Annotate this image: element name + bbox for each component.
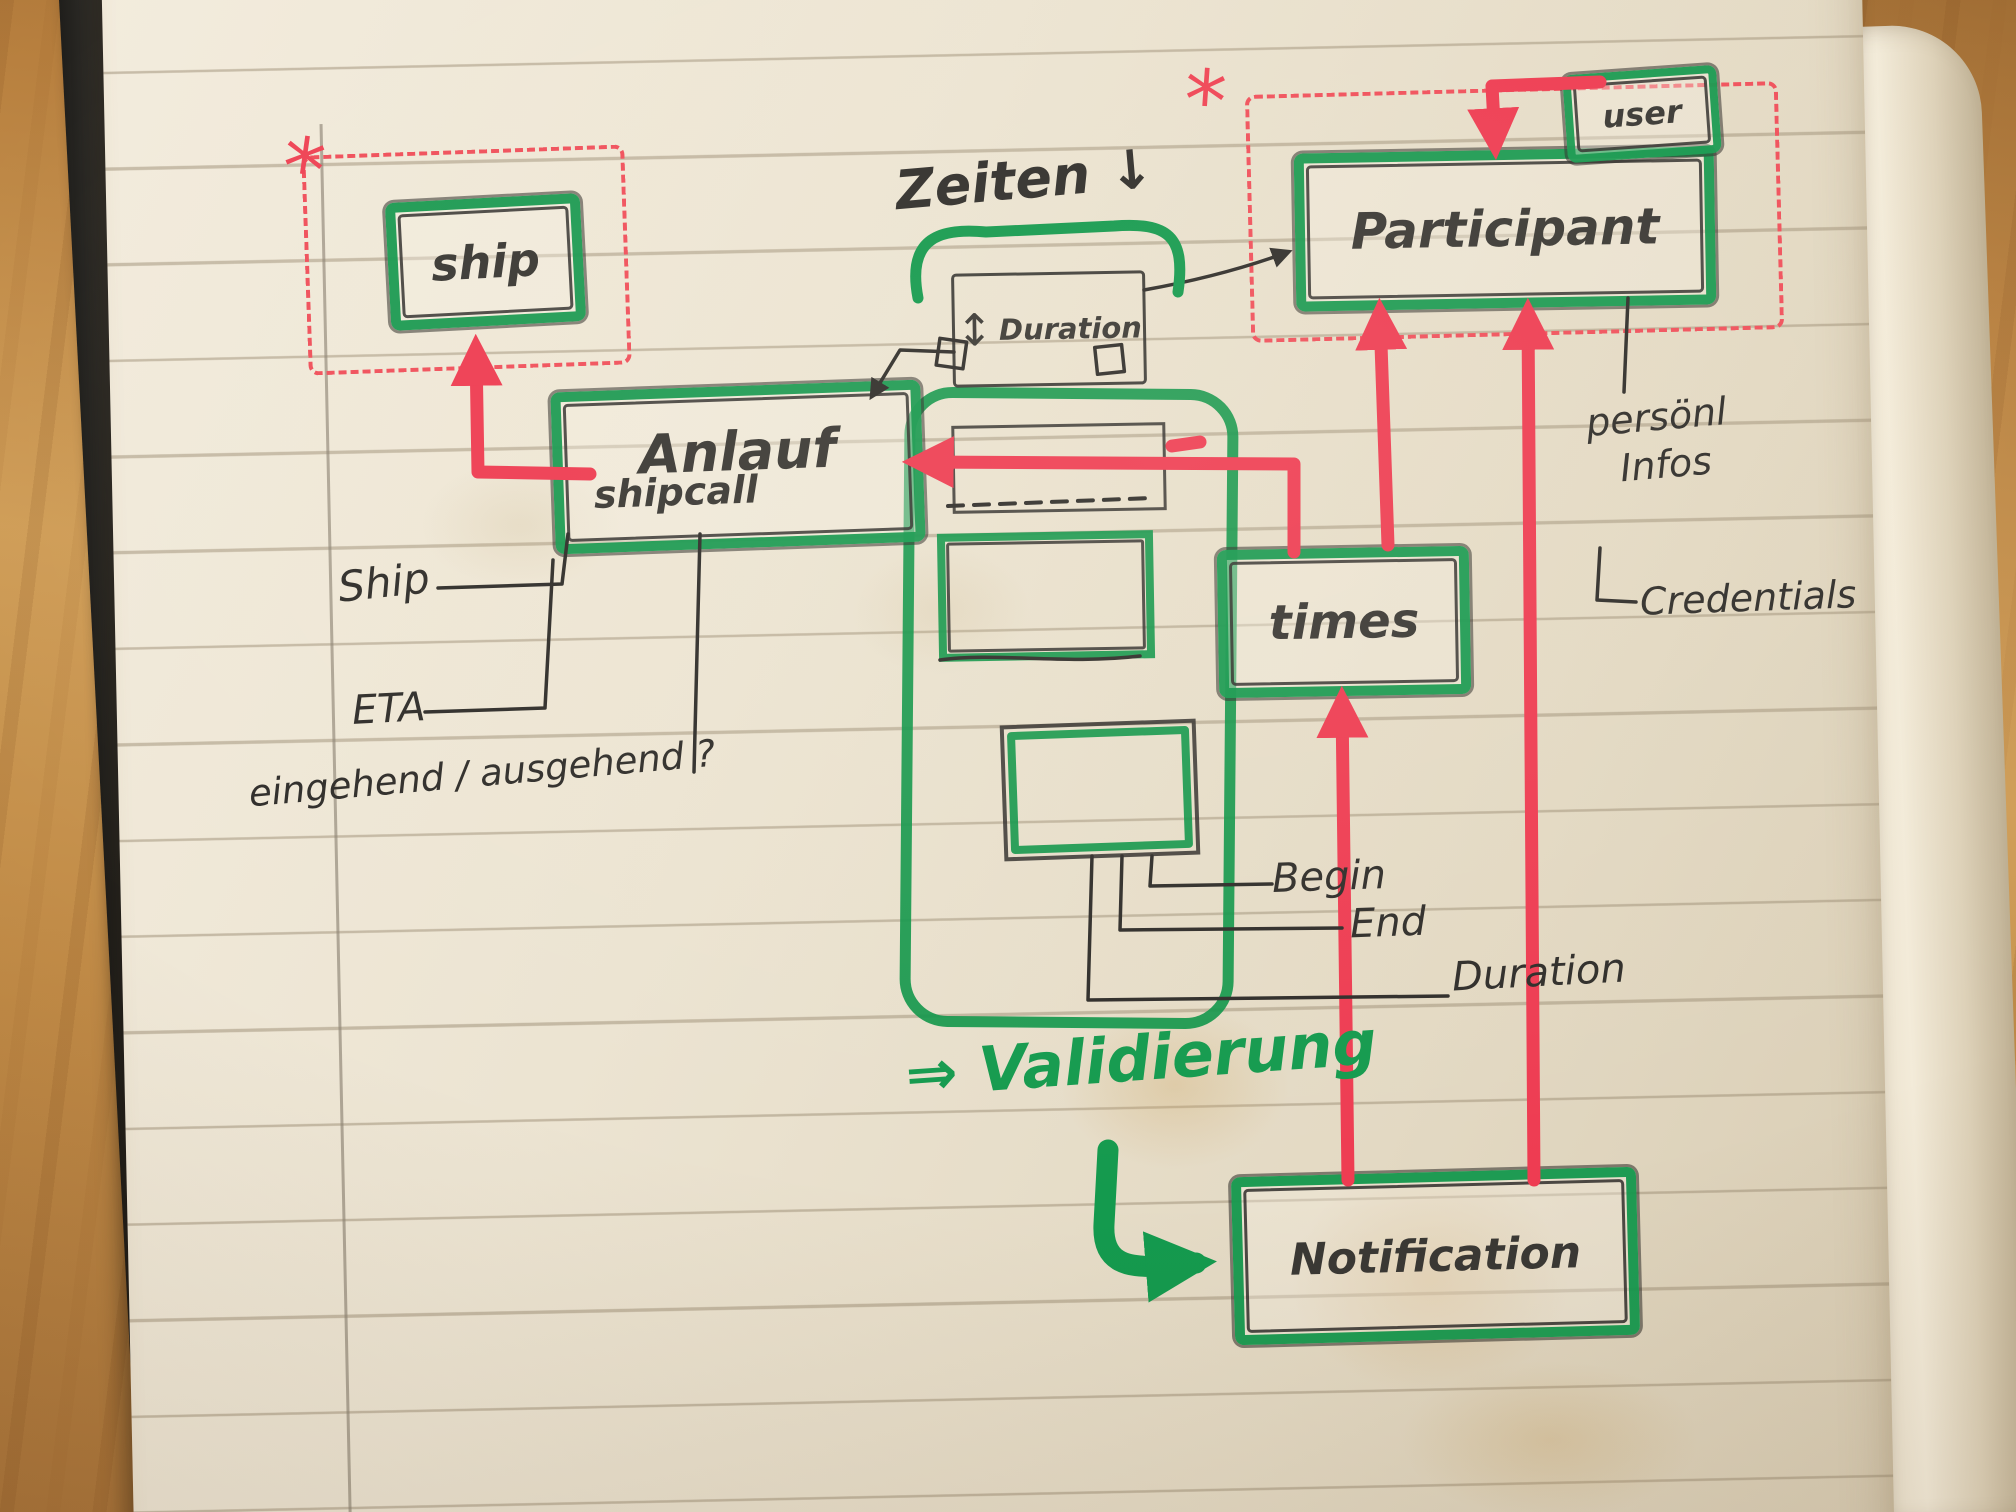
attribute-ship: Ship (335, 553, 432, 612)
ship-label: ship (429, 232, 542, 292)
attribute-credentials: Credentials (1639, 572, 1857, 624)
attribute-begin: Begin (1271, 852, 1387, 902)
entity-anlauf-shipcall: Anlauf shipcall (550, 379, 926, 555)
time-slot-box-1 (951, 422, 1167, 514)
entity-participant: Participant (1293, 146, 1717, 312)
entity-times: times (1216, 545, 1472, 699)
time-slot-box-3 (999, 718, 1201, 862)
smudge-stain (850, 545, 1030, 675)
attribute-end: End (1349, 898, 1427, 948)
time-slot-box-2 (936, 530, 1156, 662)
user-label: user (1601, 92, 1683, 136)
entity-user: user (1562, 64, 1722, 164)
entity-ship: ship (384, 192, 587, 332)
attribute-duration: Duration (1450, 945, 1627, 1001)
coffee-stain (1290, 1165, 1570, 1395)
duration-box-label: Duration (998, 310, 1143, 347)
duration-sketch-box: ↕ Duration (951, 270, 1147, 388)
times-label: times (1268, 592, 1420, 652)
notification-label: Notification (1289, 1226, 1582, 1286)
participant-label: Participant (1350, 197, 1660, 261)
coffee-stain (1400, 1360, 1700, 1512)
asterisk-participant: * (1180, 50, 1230, 152)
updown-arrow-icon: ↕ (955, 304, 994, 357)
entity-notification: Notification (1230, 1166, 1641, 1346)
attribute-eta: ETA (350, 684, 427, 734)
shipcall-label: shipcall (593, 467, 759, 518)
attribute-personal-info: persönl Infos (1584, 388, 1733, 495)
time-slot-box-2-inner-line (946, 539, 1146, 653)
time-slot-box-3-inner-line (1006, 725, 1194, 855)
